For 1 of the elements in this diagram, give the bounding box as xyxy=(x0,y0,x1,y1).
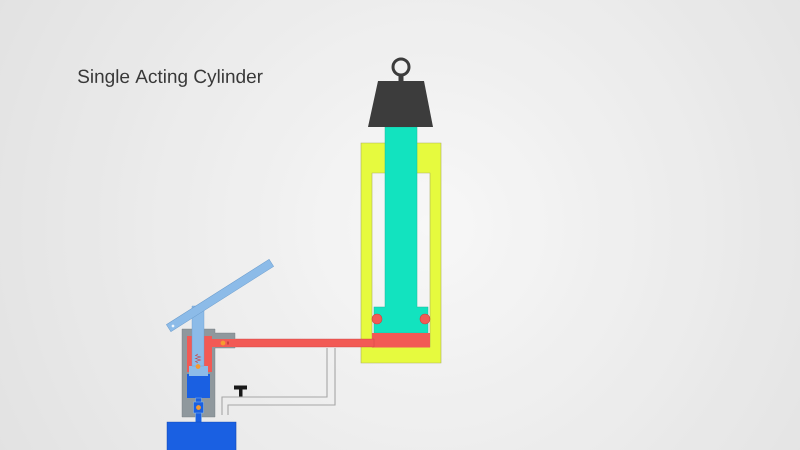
title: Single Acting Cylinder xyxy=(78,69,263,87)
